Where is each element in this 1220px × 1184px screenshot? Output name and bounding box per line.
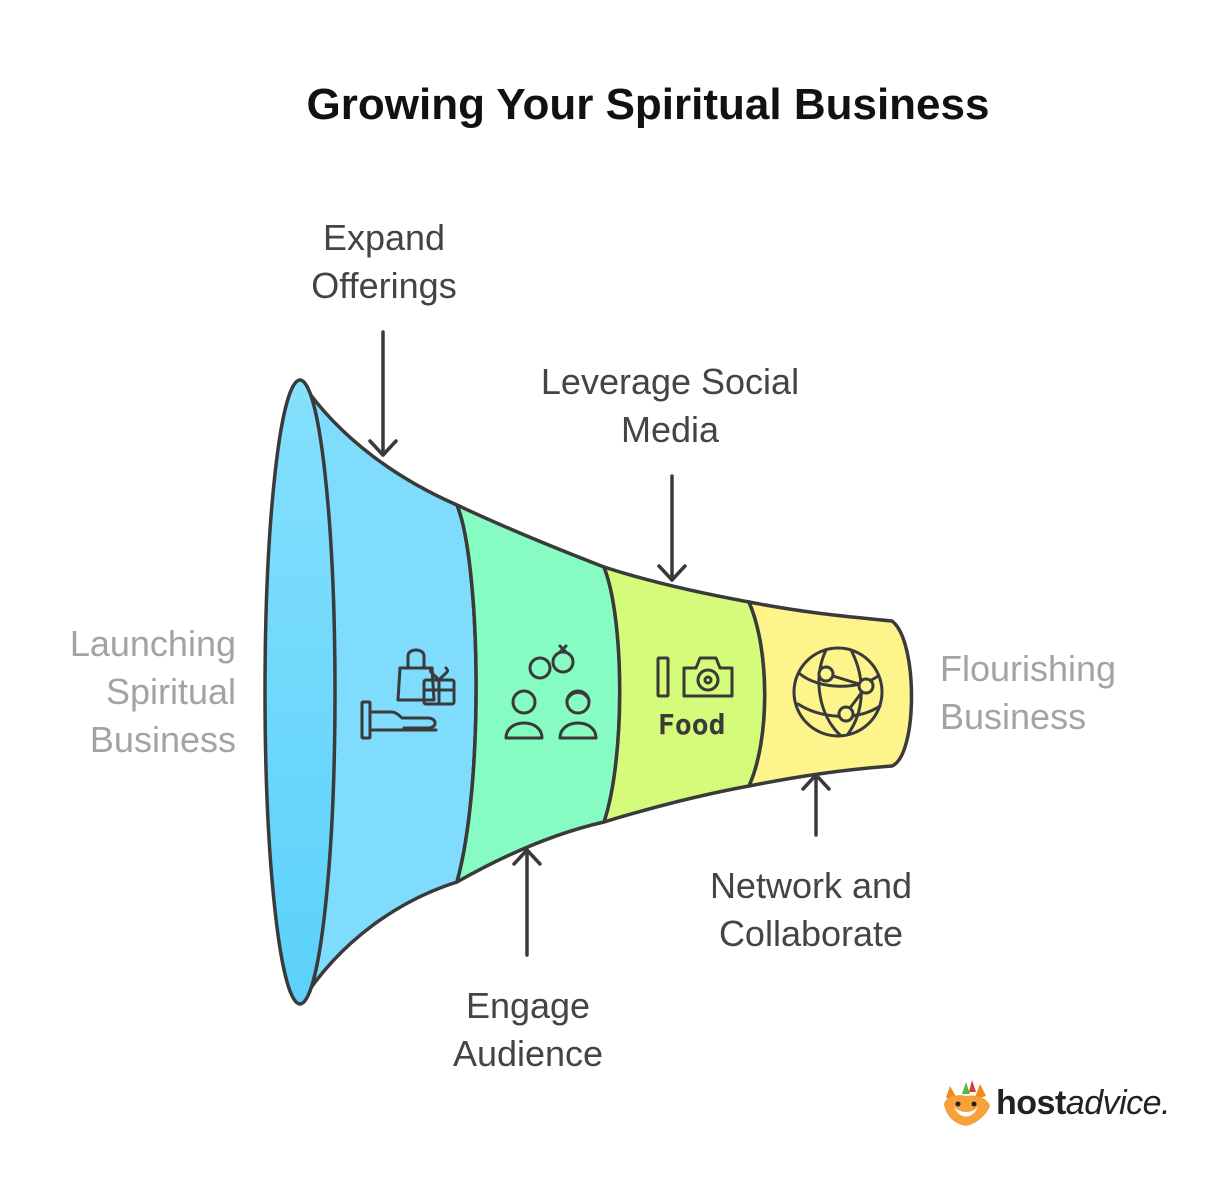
logo-text: hostadvice. (996, 1084, 1171, 1122)
arrow-expand-offerings (368, 330, 398, 457)
funnel-segment-network-and-collaborate (747, 600, 914, 788)
page-title: Growing Your Spiritual Business (306, 80, 990, 129)
food-text: Food (658, 708, 725, 741)
arrow-network-and-collaborate (801, 773, 831, 837)
arrow-leverage-social-media (657, 474, 687, 582)
people-chat-icon (504, 644, 598, 740)
fox-mascot-icon (944, 1080, 990, 1126)
globe-network-icon (792, 646, 884, 738)
food-camera-icon: Food (656, 656, 734, 741)
hostadvice-logo: hostadvice. (936, 1076, 1186, 1136)
funnel-mouth (263, 378, 337, 1006)
funnel-segment-engage-audience (455, 503, 622, 884)
arrow-engage-audience (512, 848, 542, 957)
hand-gift-bag-icon (360, 648, 456, 740)
